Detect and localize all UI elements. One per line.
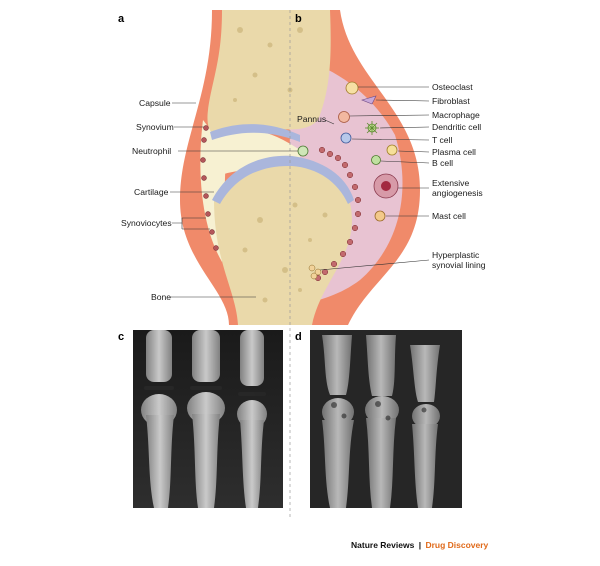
hyperplastic-cluster	[308, 264, 322, 280]
fibroblast-cell	[361, 95, 377, 105]
neutrophil-cell	[297, 145, 309, 157]
lower-cartilage	[212, 155, 354, 204]
xray-normal	[133, 330, 283, 508]
label-plasma: Plasma cell	[432, 147, 476, 157]
mast-cell	[374, 210, 386, 222]
leader-dendritic	[379, 126, 430, 129]
joint-diagram	[180, 10, 420, 520]
xray-rheumatoid	[310, 330, 462, 508]
panel-a-letter: a	[118, 13, 125, 25]
label-angiogenesis-2: angiogenesis	[432, 188, 483, 198]
label-synovium: Synovium	[136, 122, 174, 132]
synoviocytes-lining	[200, 125, 219, 251]
macrophage-cell	[338, 111, 350, 123]
bone-texture	[233, 27, 328, 303]
lower-bone	[214, 159, 352, 325]
label-hyperplastic-1: Hyperplastic	[432, 250, 480, 260]
inflammatory-cells	[314, 146, 362, 282]
label-mast: Mast cell	[432, 211, 466, 221]
panel-b-letter: b	[295, 13, 302, 25]
t-cell	[340, 132, 352, 144]
leader-macrophage	[349, 114, 430, 117]
label-bone: Bone	[151, 292, 171, 302]
dendritic-cell	[365, 121, 379, 135]
plasma-cell	[386, 144, 398, 156]
leader-tcell	[351, 138, 430, 141]
label-neutrophil: Neutrophil	[132, 146, 171, 156]
label-pannus: Pannus	[297, 114, 326, 124]
label-osteoclast: Osteoclast	[432, 82, 473, 92]
b-cell	[371, 155, 381, 165]
leader-plasma	[397, 150, 430, 153]
journal-name: Nature Reviews	[351, 540, 415, 550]
label-cartilage: Cartilage	[134, 187, 169, 197]
upper-cartilage	[210, 124, 300, 142]
angiogenesis-vessel	[373, 173, 399, 199]
label-capsule: Capsule	[139, 98, 171, 108]
label-tcell: T cell	[432, 135, 452, 145]
label-hyperplastic-2: synovial lining	[432, 260, 486, 270]
label-bcell: B cell	[432, 158, 453, 168]
label-fibroblast: Fibroblast	[432, 96, 470, 106]
panel-c-letter: c	[118, 331, 124, 343]
label-synoviocytes: Synoviocytes	[121, 218, 172, 228]
journal-footer: Nature Reviews | Drug Discovery	[351, 540, 488, 550]
upper-bone	[207, 10, 331, 136]
leader-synoviocytes	[172, 217, 206, 224]
label-macrophage: Macrophage	[432, 110, 480, 120]
label-dendritic: Dendritic cell	[432, 122, 481, 132]
leader-hyperplastic	[319, 259, 430, 271]
leader-bcell	[380, 160, 430, 164]
leader-pannus	[324, 119, 335, 125]
panel-d-letter: d	[295, 331, 302, 343]
footer-separator: |	[418, 540, 422, 550]
label-angiogenesis-1: Extensive	[432, 178, 469, 188]
journal-section: Drug Discovery	[425, 540, 489, 550]
leader-fibroblast	[375, 99, 430, 102]
osteoclast-cell	[345, 81, 359, 95]
